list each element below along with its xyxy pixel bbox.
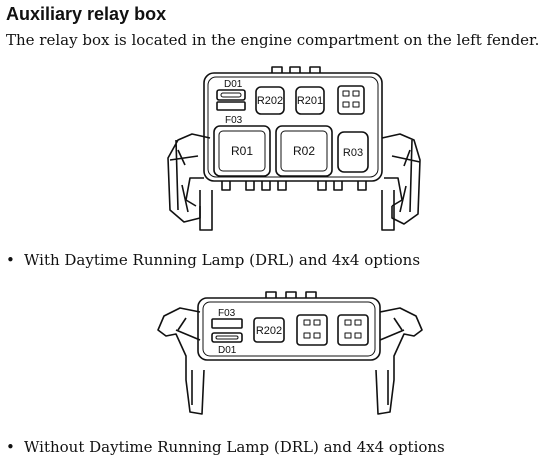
label-d01: D01 [224,79,243,90]
bullet-dot: • [6,251,15,269]
section-title: Auxiliary relay box [6,4,167,24]
caption-with-drl: • With Daytime Running Lamp (DRL) and 4x4… [6,251,420,269]
caption-with-drl-text: With Daytime Running Lamp (DRL) and 4x4 … [24,251,421,269]
label-d01-2: D01 [218,345,237,356]
label-r01: R01 [231,144,253,158]
relay-box-diagram-with-drl: D01 F03 R202 R201 R01 R02 R03 [167,66,421,231]
relay-box-diagram-without-drl: F03 D01 R202 [157,291,423,415]
label-r02: R02 [293,144,315,158]
label-r03: R03 [343,147,363,159]
label-f03-2: F03 [218,308,236,319]
label-r202: R202 [257,95,283,107]
caption-without-drl-text: Without Daytime Running Lamp (DRL) and 4… [24,438,445,456]
bullet-dot: • [6,438,15,456]
label-r202-2: R202 [256,325,282,337]
caption-without-drl: • Without Daytime Running Lamp (DRL) and … [6,438,445,456]
label-r201: R201 [297,95,323,107]
intro-text: The relay box is located in the engine c… [6,31,540,49]
label-f03: F03 [225,115,243,126]
